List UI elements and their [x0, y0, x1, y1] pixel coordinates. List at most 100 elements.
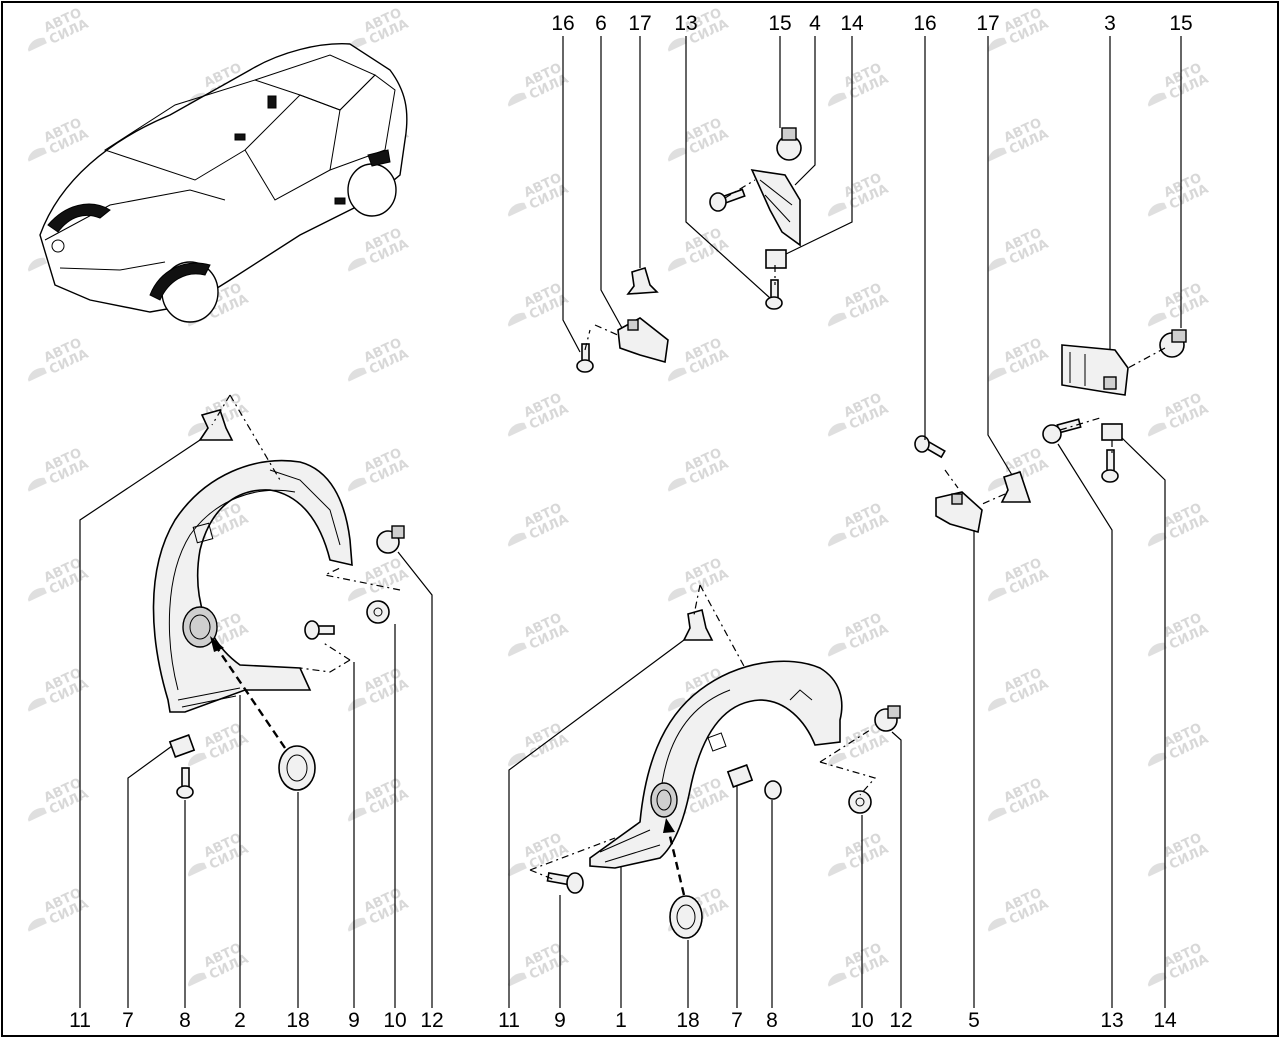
watermark-car-icon	[667, 477, 687, 492]
callout-17: 17	[976, 12, 999, 35]
screw-13	[1101, 449, 1119, 483]
leader-line	[794, 36, 816, 186]
callout-18: 18	[676, 1009, 699, 1032]
watermark-car-icon	[507, 422, 527, 437]
watermark-car-icon	[507, 862, 527, 877]
watermark-car-icon	[827, 752, 847, 767]
watermark-car-icon	[27, 807, 47, 822]
push-clip-11	[682, 608, 714, 641]
watermark-car-icon	[347, 257, 367, 272]
watermark-car-icon	[187, 752, 207, 767]
callout-labels: 16 6 17 13 15 4 14 16 17 3 15 11 7 8 2 1…	[69, 12, 1193, 1032]
watermark-car-icon	[507, 532, 527, 547]
screw-13	[709, 188, 746, 212]
watermark-car-icon	[987, 367, 1007, 382]
callout-15: 15	[1169, 12, 1192, 35]
watermark-car-icon	[347, 807, 367, 822]
push-clip-17	[626, 266, 659, 295]
watermark-car-icon	[1147, 972, 1167, 987]
watermark-car-icon	[827, 312, 847, 327]
watermark-car-icon	[1147, 202, 1167, 217]
watermark-car-icon	[347, 917, 367, 932]
leader-line	[79, 439, 201, 1008]
callout-15: 15	[768, 12, 791, 35]
watermark-car-icon	[667, 587, 687, 602]
front-right-liner-marker	[149, 262, 211, 301]
watermark-car-icon	[507, 312, 527, 327]
spring-nut-14	[765, 249, 787, 269]
callout-2: 2	[234, 1009, 246, 1032]
watermark-car-icon	[987, 477, 1007, 492]
callout-8: 8	[766, 1009, 778, 1032]
callout-7: 7	[122, 1009, 134, 1032]
callout-5: 5	[968, 1009, 980, 1032]
clip-nut-12	[376, 525, 405, 554]
bracket-part-6	[617, 317, 669, 364]
callout-9: 9	[348, 1009, 360, 1032]
watermark-car-icon	[987, 697, 1007, 712]
screw-9	[546, 872, 584, 894]
clip-nut-15	[776, 127, 802, 161]
leader-line	[785, 36, 853, 255]
leader-line	[891, 731, 902, 1008]
watermark-car-icon	[827, 532, 847, 547]
bracket-part-5	[935, 491, 983, 534]
callout-7: 7	[731, 1009, 743, 1032]
screw-8	[764, 780, 782, 800]
watermark-car-icon	[1147, 312, 1167, 327]
bracket-part-3	[1061, 344, 1129, 396]
washer-screw-10	[366, 600, 390, 624]
washer-screw-10	[848, 790, 872, 814]
leader-line	[1057, 443, 1113, 1008]
watermark-car-icon	[187, 862, 207, 877]
watermark-car-icon	[27, 147, 47, 162]
watermark-car-icon	[827, 422, 847, 437]
watermark-car-icon	[667, 147, 687, 162]
watermark-car-icon	[987, 257, 1007, 272]
watermark-car-icon	[347, 367, 367, 382]
leader-line	[685, 36, 771, 299]
leader-line	[600, 36, 623, 329]
bracket-part-4	[750, 168, 801, 247]
watermark-car-icon	[347, 697, 367, 712]
fasteners	[168, 127, 1187, 939]
screw-16	[914, 435, 946, 459]
watermark-car-icon	[507, 972, 527, 987]
push-clip-11	[198, 409, 234, 441]
leader-line	[987, 36, 1013, 476]
screw-8	[176, 767, 194, 799]
watermark-car-icon	[347, 587, 367, 602]
callout-4: 4	[809, 12, 821, 35]
watermark-car-icon	[27, 257, 47, 272]
watermark-car-icon	[27, 367, 47, 382]
watermark-car-icon	[987, 807, 1007, 822]
watermark-car-icon	[667, 257, 687, 272]
callout-13: 13	[674, 12, 697, 35]
